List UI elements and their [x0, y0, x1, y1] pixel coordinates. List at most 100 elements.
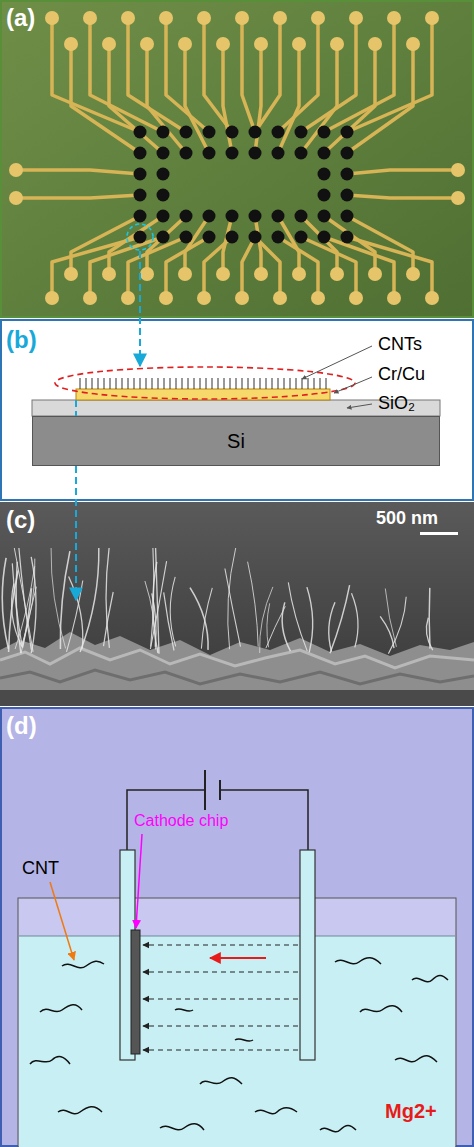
cnt-line: [296, 378, 297, 389]
gold-trace: [109, 44, 163, 153]
electrode-dot: [318, 189, 331, 202]
contact-pad: [406, 267, 420, 281]
contact-pad: [292, 37, 306, 51]
contact-pad: [140, 267, 154, 281]
gold-trace: [347, 195, 458, 198]
contact-pad: [349, 291, 363, 305]
field-arrow: [143, 1049, 298, 1050]
cnt-fiber: [388, 597, 406, 654]
contact-pad: [216, 267, 230, 281]
cnt-line: [176, 378, 177, 389]
contact-pad: [451, 191, 465, 205]
cnt-fiber: [228, 548, 236, 649]
field-arrow: [143, 971, 298, 972]
cnt-line: [224, 378, 225, 389]
cnt-fiber: [15, 566, 35, 649]
field-arrow: [143, 998, 298, 999]
electrode-dot: [203, 147, 216, 160]
contact-pad: [273, 291, 287, 305]
contact-pad: [292, 267, 306, 281]
electrode-dot: [341, 210, 354, 223]
cnt-fiber: [151, 548, 154, 647]
electrode-dot: [318, 126, 331, 139]
chip-pattern: [9, 11, 465, 305]
gold-trace: [16, 170, 140, 174]
cnt-line: [86, 378, 87, 389]
electrode-dot: [157, 126, 170, 139]
field-arrow: [143, 944, 298, 945]
dot-group: [134, 126, 354, 244]
electrode-dot: [180, 147, 193, 160]
cnt-line: [212, 378, 213, 389]
cnt-fiber: [352, 593, 359, 647]
electrode-dot: [157, 168, 170, 181]
electrode-dot: [295, 126, 308, 139]
cnt-squiggle: [40, 1005, 82, 1012]
cnt-squiggle: [200, 1078, 242, 1084]
cnt-fiber: [307, 587, 313, 652]
cnt-line: [92, 378, 93, 389]
electrode-dot: [318, 147, 331, 160]
contact-pad: [311, 11, 325, 25]
gold-trace: [204, 18, 232, 132]
cnt-squiggle: [320, 1126, 356, 1132]
field-arrow: [143, 1025, 298, 1026]
gold-trace: [347, 18, 432, 132]
contact-pad: [83, 11, 97, 25]
contact-pad: [254, 267, 268, 281]
wire: [220, 790, 308, 850]
panel-letter: (d): [6, 712, 37, 740]
gold-trace: [347, 237, 432, 298]
cnt-squiggle: [175, 1009, 193, 1011]
contact-pad: [45, 11, 59, 25]
cnt-fiber: [225, 569, 241, 647]
contact-pad: [9, 163, 23, 177]
cnt-line: [98, 378, 99, 389]
electrode-dot: [341, 126, 354, 139]
electrode-dot: [318, 210, 331, 223]
layer-name: Si: [227, 430, 245, 453]
contact-pad: [425, 11, 439, 25]
electrode-dot: [134, 189, 147, 202]
electrode-dot: [249, 210, 262, 223]
cnt-line: [164, 378, 165, 389]
cnt-line: [272, 378, 273, 389]
electrode-dot: [249, 126, 262, 139]
contact-pad: [102, 267, 116, 281]
cnt-line: [230, 378, 231, 389]
gold-trace: [71, 44, 140, 153]
cnt-line: [308, 378, 309, 389]
cnt-line: [194, 378, 195, 389]
gold-trace: [278, 216, 299, 274]
cnt-squiggle: [412, 976, 448, 982]
contact-pad: [216, 37, 230, 51]
electrode-dot: [180, 126, 193, 139]
cnt-line: [290, 378, 291, 389]
zoom-arrow: [139, 251, 141, 366]
layer-label: SiO₂: [378, 393, 415, 414]
cnt-fiber: [329, 602, 335, 651]
contact-pad: [387, 291, 401, 305]
contact-pad: [9, 191, 23, 205]
gold-trace: [278, 237, 318, 298]
gold-trace: [71, 216, 140, 274]
contact-pad: [159, 11, 173, 25]
electrode-dot: [203, 231, 216, 244]
sem-surface: [0, 632, 474, 690]
contact-pad: [178, 37, 192, 51]
cnt-squiggle: [235, 1039, 253, 1041]
electrode-dot: [341, 168, 354, 181]
electrode-dot: [295, 210, 308, 223]
gold-trace: [128, 237, 186, 298]
electrode-dot: [226, 231, 239, 244]
electrode-dot: [295, 231, 308, 244]
cnt-fiber: [330, 585, 350, 653]
electrode-dot: [180, 231, 193, 244]
electrode-dot: [203, 126, 216, 139]
cnt-line: [122, 378, 123, 389]
contact-pad: [311, 291, 325, 305]
gold-trace: [242, 18, 255, 132]
contact-pad: [330, 37, 344, 51]
cnt-fiber: [2, 558, 8, 649]
